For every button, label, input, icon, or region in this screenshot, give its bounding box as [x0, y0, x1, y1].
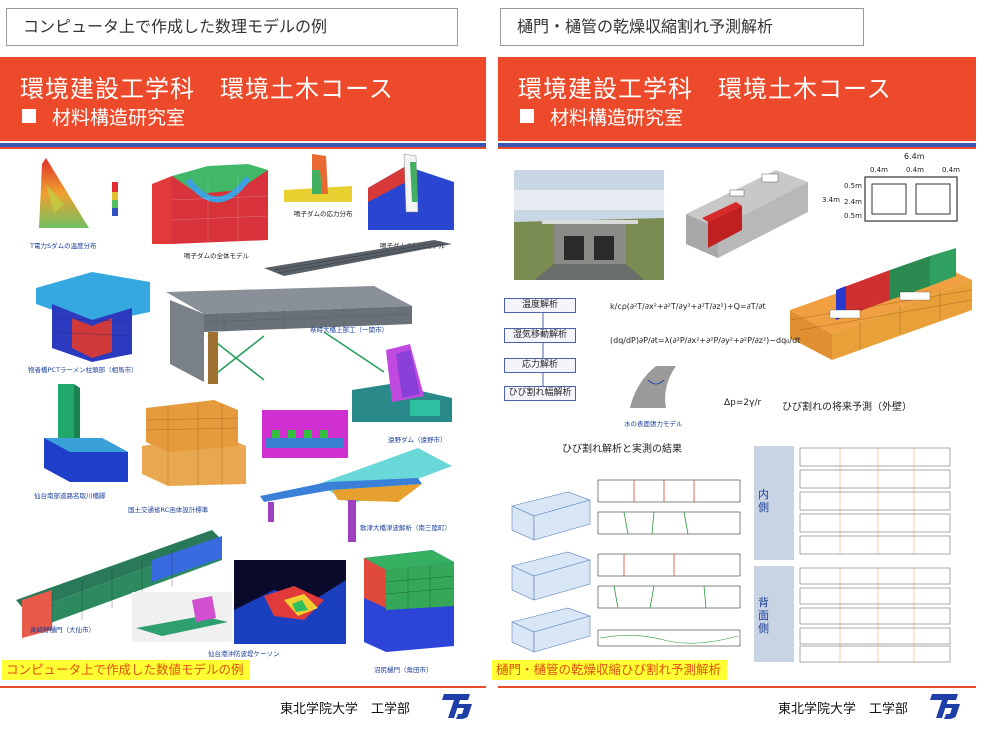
future-prediction-tables: [754, 446, 951, 663]
mlit-rc-image: [142, 400, 246, 486]
inner-side-label: 内側: [758, 488, 769, 514]
flow-moisture-analysis: 湿気移動解析: [504, 328, 576, 343]
section-3d-image: [686, 170, 808, 258]
dim-cell1: 0.4m: [906, 166, 924, 174]
left-poster: コンピュータ上で作成した数理モデルの例 環境建設工学科 環境土木コース 材料構造…: [0, 8, 486, 719]
future-prediction-title: ひび割れの将来予測（外壁）: [782, 402, 912, 413]
left-banner: 環境建設工学科 環境土木コース 材料構造研究室: [0, 57, 486, 141]
right-footer-line: [498, 686, 976, 688]
water-tension-model-image: [630, 366, 676, 408]
label-utatsu-bridge: 歌津大橋津波解析（南三陸町）: [360, 524, 451, 532]
naruko-section-image: [368, 153, 454, 230]
label-mlit-rc: 国土交通省RC函体設計標準: [128, 506, 209, 514]
tono-dam-image: [352, 344, 452, 422]
connector-detail-image: [262, 410, 348, 458]
left-banner-line1: 環境建設工学科 環境土木コース: [20, 75, 394, 103]
back-side-label: 背面側: [758, 596, 769, 635]
right-title: 樋門・樋管の乾燥収縮割れ予測解析: [500, 8, 864, 46]
right-banner-line1: 環境建設工学科 環境土木コース: [518, 75, 892, 103]
dim-cell2: 0.4m: [942, 166, 960, 174]
left-footer: 東北学院大学 工学部: [280, 702, 411, 717]
dim-height: 3.4m: [822, 196, 840, 204]
dim-bottom: 0.5m: [844, 212, 862, 220]
label-bridge-deck: 祭時大橋上部工（一関市）: [310, 326, 388, 334]
bridge-deck-section-image: [166, 286, 413, 384]
gate-3d-model-image: [789, 248, 973, 360]
dam-temperature-image: [39, 158, 118, 228]
dim-wall1: 0.4m: [870, 166, 888, 174]
naruko-stress-image: [284, 154, 352, 202]
flow-temperature-analysis: 温度解析: [504, 298, 576, 313]
left-title: コンピュータ上で作成した数理モデルの例: [6, 8, 458, 46]
dim-mid: 2.4m: [844, 198, 862, 206]
crack-pattern-charts: [597, 479, 741, 647]
left-caption: コンピュータ上で作成した数値モデルの例: [2, 660, 250, 680]
box-section-diagram: [864, 176, 958, 222]
bridge-deck-long-image: [264, 240, 452, 276]
label-sendai-port: 仙台港沖防波堤ケーソン: [208, 650, 280, 658]
equation-heat: k/cρ(∂²T/∂x²+∂²T/∂y²+∂²T/∂z²)+Q=∂T/∂t: [610, 302, 766, 311]
right-poster: 樋門・樋管の乾燥収縮割れ予測解析 環境建設工学科 環境土木コース 材料構造研究室…: [492, 0, 984, 732]
left-banner-line2: 材料構造研究室: [22, 103, 185, 130]
label-sendai-road: 仙台南部道路名取川橋脚: [34, 492, 106, 500]
label-numajiri-gate: 沼尻樋門（角田市）: [374, 666, 433, 674]
wave-impact-image: [234, 560, 346, 644]
left-stripe-blue: [0, 143, 486, 147]
right-banner: 環境建設工学科 環境土木コース 材料構造研究室: [498, 57, 976, 141]
label-water-model: 水の表面張力モデル: [624, 420, 683, 428]
square-bullet-icon: [520, 109, 534, 123]
flow-stress-analysis: 応力解析: [504, 358, 576, 373]
label-dam-temp: T電力Sダムの温度分布: [30, 242, 97, 250]
label-tono-dam: 遠野ダム（遠野市）: [388, 436, 447, 444]
equation-surface-tension: Δp=2γ/r: [724, 398, 762, 408]
sendai-road-pier-image: [44, 384, 128, 482]
right-footer: 東北学院大学 工学部: [778, 702, 909, 717]
dim-top: 0.5m: [844, 182, 862, 190]
sendai-port-image: [132, 592, 232, 642]
right-stripe-red: [498, 147, 976, 149]
naruko-full-model-image: [152, 164, 269, 244]
box-wireframe-images: [511, 491, 591, 653]
tg-logo-icon: [930, 694, 960, 719]
crack-results-title: ひび割れ解析と実測の結果: [562, 444, 682, 455]
right-banner-line2: 材料構造研究室: [520, 103, 683, 130]
utatsu-bridge-image: [260, 448, 452, 542]
sluice-photo-image: [514, 170, 664, 280]
equation-moisture: (dq/dP)∂P/∂t=λ(∂²P/∂x²+∂²P/∂y²+∂²P/∂z²)−…: [610, 336, 801, 345]
label-pct-pier: 物者橋PCTラーメン柱頭部（相馬市）: [28, 366, 138, 374]
tg-logo-icon: [442, 694, 472, 719]
shinzaki-gate-image: [16, 530, 222, 638]
pct-pier-image: [36, 272, 150, 362]
flow-arrows: [542, 313, 544, 386]
left-stripe-red: [0, 147, 486, 149]
flow-crack-width-analysis: ひび割れ幅解析: [504, 386, 576, 401]
square-bullet-icon: [22, 109, 36, 123]
right-caption: 樋門・樋管の乾燥収縮ひび割れ予測解析: [492, 660, 728, 680]
label-shinzaki-gate: 真崎野樋門（大仙市）: [30, 626, 95, 634]
dim-width: 6.4m: [904, 152, 925, 161]
left-footer-line: [0, 686, 486, 688]
numajiri-gate-image: [364, 550, 455, 652]
label-naruko-full: 鳴子ダムの全体モデル: [184, 252, 249, 260]
right-stripe-blue: [498, 143, 976, 147]
label-naruko-stress: 鳴子ダムの応力分布: [294, 210, 353, 218]
